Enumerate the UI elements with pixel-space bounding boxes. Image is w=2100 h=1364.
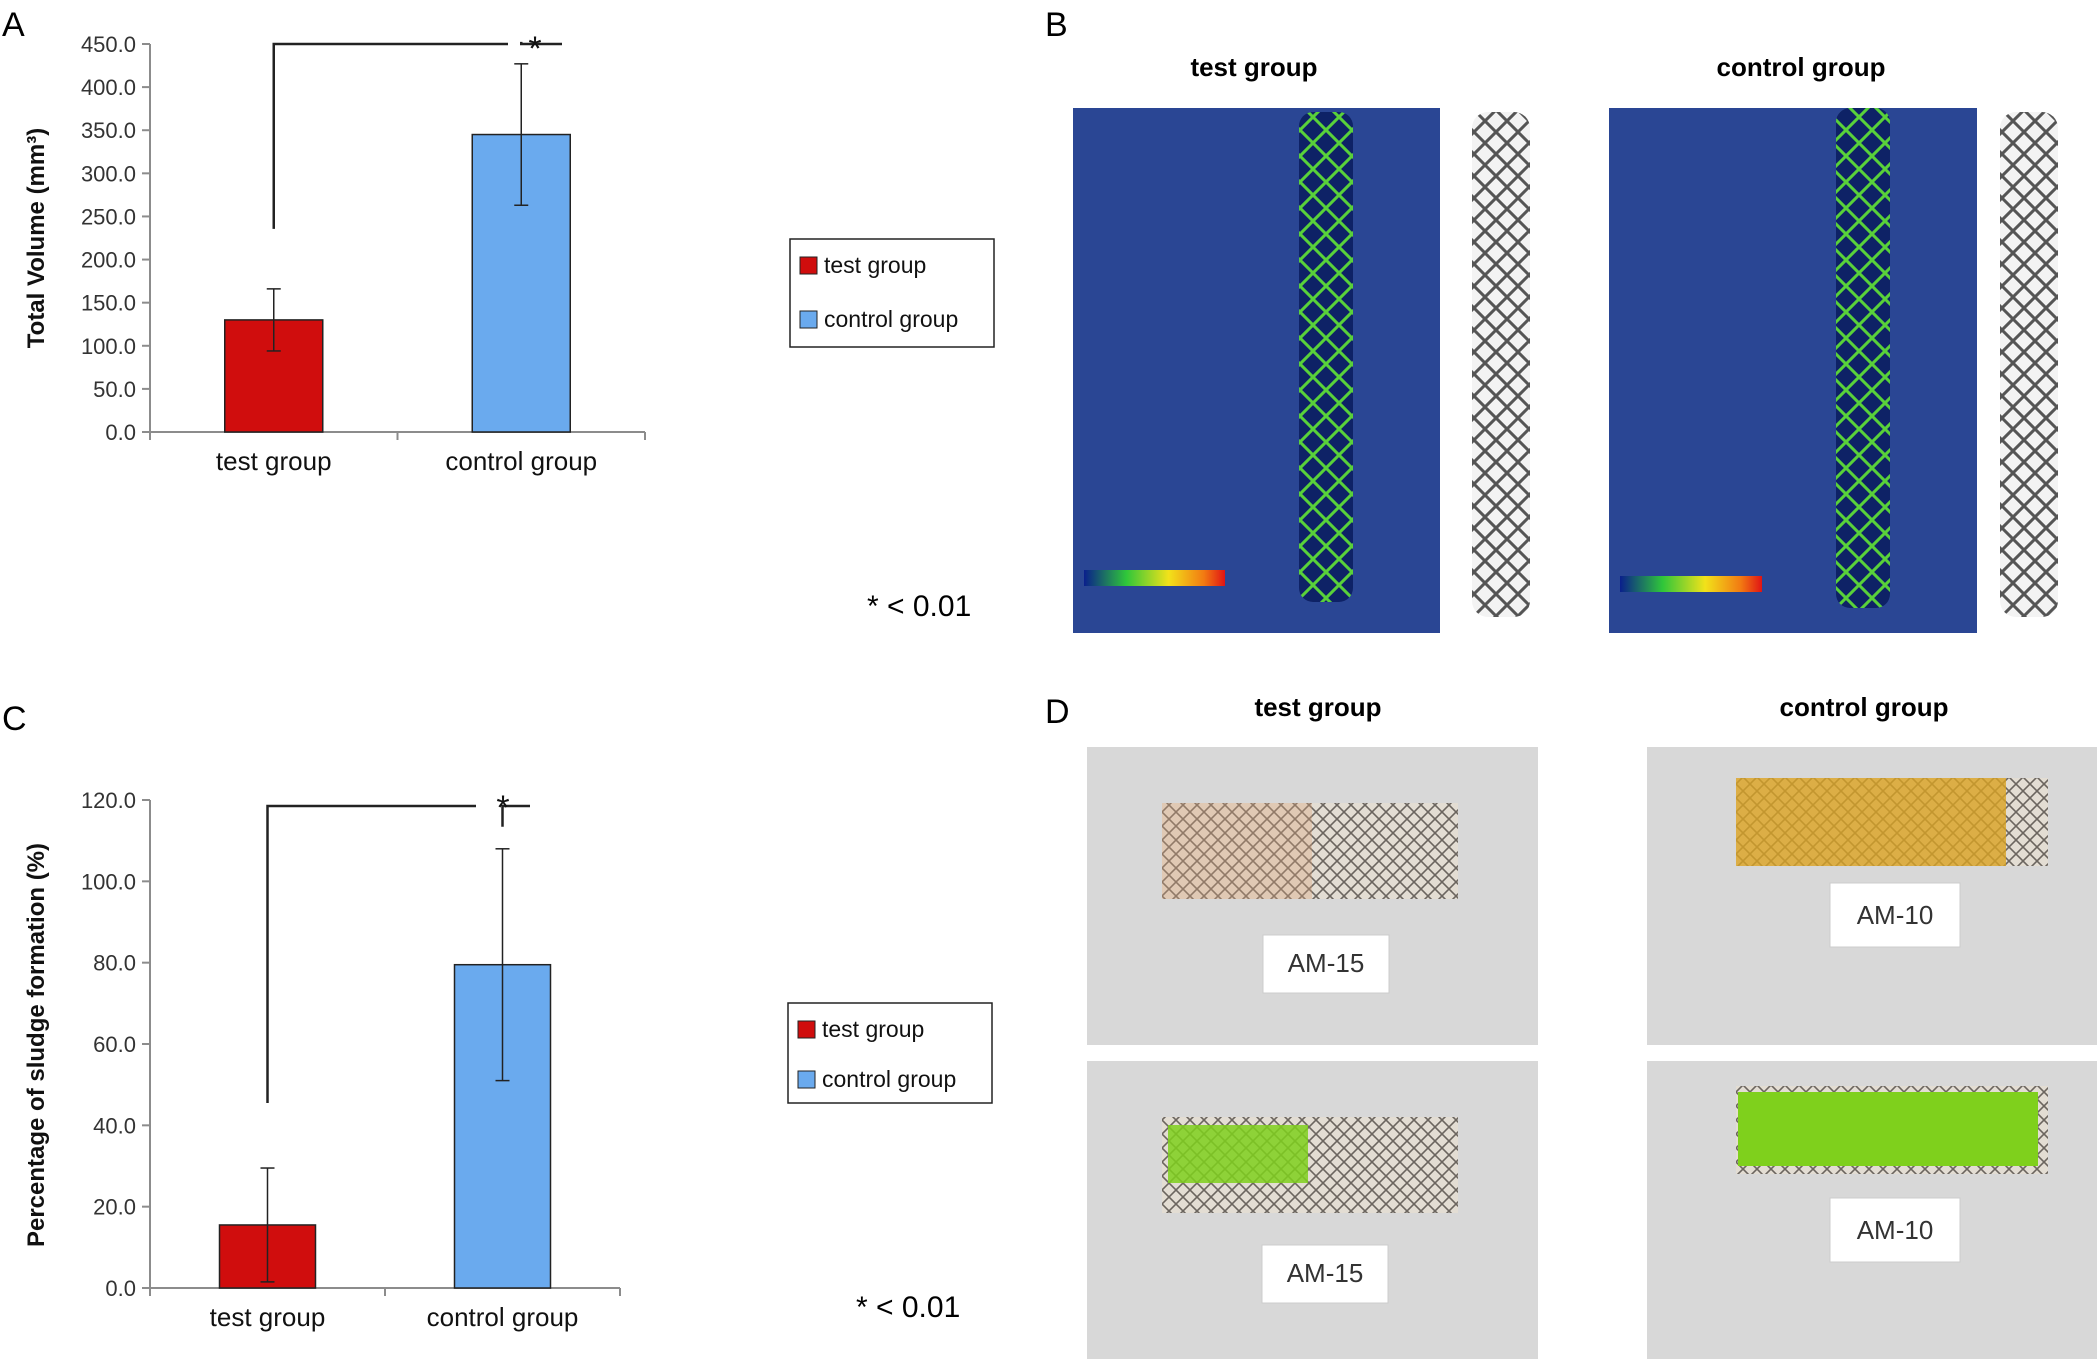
panel-letter-b: B — [1045, 6, 1068, 44]
y-tick-label: 450.0 — [81, 32, 136, 57]
legend-label: test group — [824, 252, 926, 278]
panel-d: D test group control group AM-15 AM-15 A… — [1045, 692, 2097, 1359]
y-tick-label: 350.0 — [81, 118, 136, 143]
photo-test-bottom: AM-15 — [1087, 1061, 1538, 1359]
y-axis-label: Total Volume (mm³) — [23, 128, 50, 348]
micro-ct-title-control: control group — [1717, 52, 1886, 82]
legend-label: control group — [824, 306, 958, 332]
legend-label: control group — [822, 1066, 956, 1092]
micro-ct-background-control — [1609, 108, 1977, 633]
sludge-highlight — [1168, 1125, 1308, 1183]
y-tick-label: 120.0 — [81, 788, 136, 813]
y-tick-label: 0.0 — [105, 1276, 136, 1301]
y-tick-label: 40.0 — [93, 1113, 136, 1138]
y-tick-label: 250.0 — [81, 204, 136, 229]
photo-control-top: AM-10 — [1647, 747, 2097, 1045]
sample-label-control-top: AM-10 — [1857, 900, 1934, 930]
sludge-stain — [1736, 778, 2006, 866]
colorbar-control — [1620, 576, 1762, 592]
legend-box — [787, 1002, 993, 1104]
y-tick-label: 100.0 — [81, 334, 136, 359]
y-tick-label: 300.0 — [81, 161, 136, 186]
legend-swatch — [797, 1070, 816, 1089]
stent-grayscale-test — [1472, 112, 1530, 617]
sludge-stain — [1162, 803, 1312, 899]
significance-note-a: * < 0.01 — [867, 590, 971, 623]
stent-grayscale-control — [2000, 112, 2058, 617]
panel-a: A 0.0 50.0 100.0 150.0 200.0 250.0 300.0 350.0 4… — [2, 6, 995, 623]
panel-letter-a: A — [2, 6, 25, 44]
sample-label-card — [1261, 1244, 1389, 1304]
panel-b: B test group control group — [1045, 6, 2058, 633]
chart-c: 0.0 20.0 40.0 60.0 80.0 100.0 120.0 test group c… — [23, 788, 993, 1332]
y-tick-label: 80.0 — [93, 951, 136, 976]
significance-bracket-right — [520, 41, 562, 46]
significance-bracket-left — [272, 42, 508, 229]
chart-a: 0.0 50.0 100.0 150.0 200.0 250.0 300.0 350.0 400… — [23, 30, 995, 476]
legend-swatch — [799, 310, 818, 329]
panel-letter-d: D — [1045, 693, 1070, 731]
y-tick-label: 0.0 — [105, 420, 136, 445]
x-category-label: test group — [210, 1302, 326, 1332]
significance-bracket-right — [501, 804, 530, 827]
y-tick-label: 200.0 — [81, 248, 136, 273]
y-tick-label: 400.0 — [81, 75, 136, 100]
sample-label-card — [1829, 1197, 1961, 1263]
legend-label: test group — [822, 1016, 924, 1042]
y-tick-label: 20.0 — [93, 1195, 136, 1220]
stent-mesh — [1162, 803, 1458, 899]
x-category-label: control group — [445, 446, 597, 476]
y-tick-label: 50.0 — [93, 377, 136, 402]
legend-swatch — [797, 1020, 816, 1039]
panel-c: C 0.0 20.0 40.0 60.0 80.0 100.0 120.0 test grou… — [2, 700, 993, 1332]
sample-label-test-top: AM-15 — [1288, 948, 1365, 978]
sample-label-control-bottom: AM-10 — [1857, 1215, 1934, 1245]
legend-swatch — [799, 256, 818, 275]
y-tick-label: 100.0 — [81, 869, 136, 894]
y-tick-label: 60.0 — [93, 1032, 136, 1057]
photo-control-bottom: AM-10 — [1647, 1061, 2097, 1359]
significance-note-c: * < 0.01 — [856, 1291, 960, 1324]
sample-label-test-bottom: AM-15 — [1287, 1258, 1364, 1288]
y-tick-label: 150.0 — [81, 291, 136, 316]
photo-title-test: test group — [1254, 692, 1381, 722]
sample-label-card — [1829, 882, 1961, 948]
significance-star: * — [528, 30, 541, 68]
micro-ct-background-test — [1073, 108, 1440, 633]
sludge-highlight — [1738, 1092, 2038, 1166]
colorbar-test — [1084, 570, 1225, 586]
photo-test-top: AM-15 — [1087, 747, 1538, 1045]
sample-label-card — [1262, 934, 1390, 994]
panel-letter-c: C — [2, 700, 27, 738]
significance-star: * — [496, 789, 509, 827]
x-category-label: control group — [427, 1302, 579, 1332]
x-category-label: test group — [216, 446, 332, 476]
stent-heatmap-test — [1299, 112, 1353, 602]
photo-title-control: control group — [1780, 692, 1949, 722]
micro-ct-title-test: test group — [1190, 52, 1317, 82]
significance-bracket-left — [266, 804, 476, 1104]
legend-box — [789, 238, 995, 348]
stent-heatmap-control — [1836, 108, 1890, 608]
y-axis-label: Percentage of sludge formation (%) — [23, 843, 50, 1247]
